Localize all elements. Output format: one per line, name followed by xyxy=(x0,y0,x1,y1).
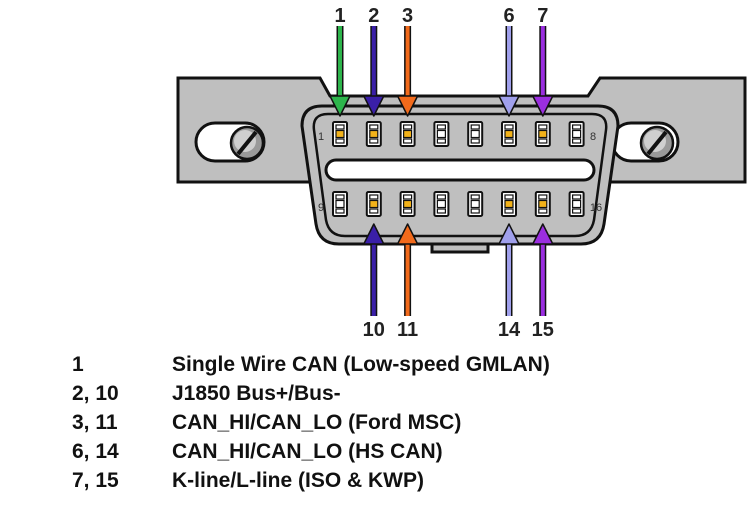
arrow-pin-6: 6 xyxy=(498,5,520,117)
legend-row: 6, 14 CAN_HI/CAN_LO (HS CAN) xyxy=(72,437,550,466)
arrow-label-6: 6 xyxy=(503,5,514,27)
pin-8 xyxy=(568,121,585,147)
legend-description: J1850 Bus+/Bus- xyxy=(172,382,341,405)
pin-position-label-8: 8 xyxy=(590,131,596,143)
legend-pins: 3, 11 xyxy=(72,411,118,434)
arrows-layer: 1 2 3 6 7 10 11 14 15 xyxy=(329,5,554,341)
pin-10 xyxy=(365,191,382,217)
arrow-label-15: 15 xyxy=(532,319,554,341)
arrow-label-3: 3 xyxy=(402,5,413,27)
arrow-label-1: 1 xyxy=(334,5,345,27)
legend-row: 3, 11 CAN_HI/CAN_LO (Ford MSC) xyxy=(72,408,550,437)
legend-description: CAN_HI/CAN_LO (Ford MSC) xyxy=(172,411,462,434)
left-screw-icon xyxy=(229,125,265,161)
arrow-pin-2: 2 xyxy=(363,5,385,117)
pin-position-label-9: 9 xyxy=(318,202,324,214)
pin-6 xyxy=(501,121,517,147)
arrow-pin-14: 14 xyxy=(498,223,521,341)
connector-center-slot xyxy=(324,158,596,182)
arrow-label-11: 11 xyxy=(397,319,418,341)
obd2-connector-diagram: 1 8 9 16 1 2 3 6 7 10 11 14 15 xyxy=(176,5,747,341)
pin-4 xyxy=(433,121,450,147)
arrow-label-10: 10 xyxy=(363,319,385,341)
arrow-label-14: 14 xyxy=(498,319,521,341)
arrow-label-2: 2 xyxy=(368,5,379,27)
connector-face xyxy=(312,112,608,238)
legend-pins: 1 xyxy=(72,353,84,376)
legend-row: 1 Single Wire CAN (Low-speed GMLAN) xyxy=(72,350,550,379)
legend-description: Single Wire CAN (Low-speed GMLAN) xyxy=(172,353,550,376)
legend-description: K-line/L-line (ISO & KWP) xyxy=(172,469,424,492)
pin-7 xyxy=(534,121,551,147)
legend-row: 7, 15 K-line/L-line (ISO & KWP) xyxy=(72,466,550,495)
pin-16 xyxy=(568,191,585,217)
pin-9 xyxy=(332,191,348,217)
pin-14 xyxy=(501,191,517,217)
pin-position-label-1: 1 xyxy=(318,131,324,143)
pin-15 xyxy=(534,191,551,217)
pins-layer xyxy=(332,121,585,217)
pin-2 xyxy=(365,121,382,147)
arrow-label-7: 7 xyxy=(537,5,548,27)
legend-pins: 6, 14 xyxy=(72,440,119,463)
pin-11 xyxy=(399,191,416,217)
arrow-pin-7: 7 xyxy=(532,5,554,117)
legend-pins: 7, 15 xyxy=(72,469,119,492)
legend-row: 2, 10 J1850 Bus+/Bus- xyxy=(72,379,550,408)
pin-13 xyxy=(467,191,484,217)
arrow-pin-1: 1 xyxy=(329,5,351,117)
arrow-pin-11: 11 xyxy=(396,223,419,341)
pin-12 xyxy=(433,191,450,217)
right-screw-icon xyxy=(639,125,675,161)
pin-3 xyxy=(399,121,416,147)
arrow-pin-15: 15 xyxy=(532,223,554,341)
legend-pins: 2, 10 xyxy=(72,382,119,405)
pin-1 xyxy=(332,121,348,147)
pinout-legend: 1 Single Wire CAN (Low-speed GMLAN) 2, 10… xyxy=(72,350,550,495)
pin-5 xyxy=(467,121,484,147)
legend-description: CAN_HI/CAN_LO (HS CAN) xyxy=(172,440,443,463)
arrow-pin-10: 10 xyxy=(363,223,385,341)
pin-position-label-16: 16 xyxy=(590,202,602,214)
arrow-pin-3: 3 xyxy=(396,5,419,117)
